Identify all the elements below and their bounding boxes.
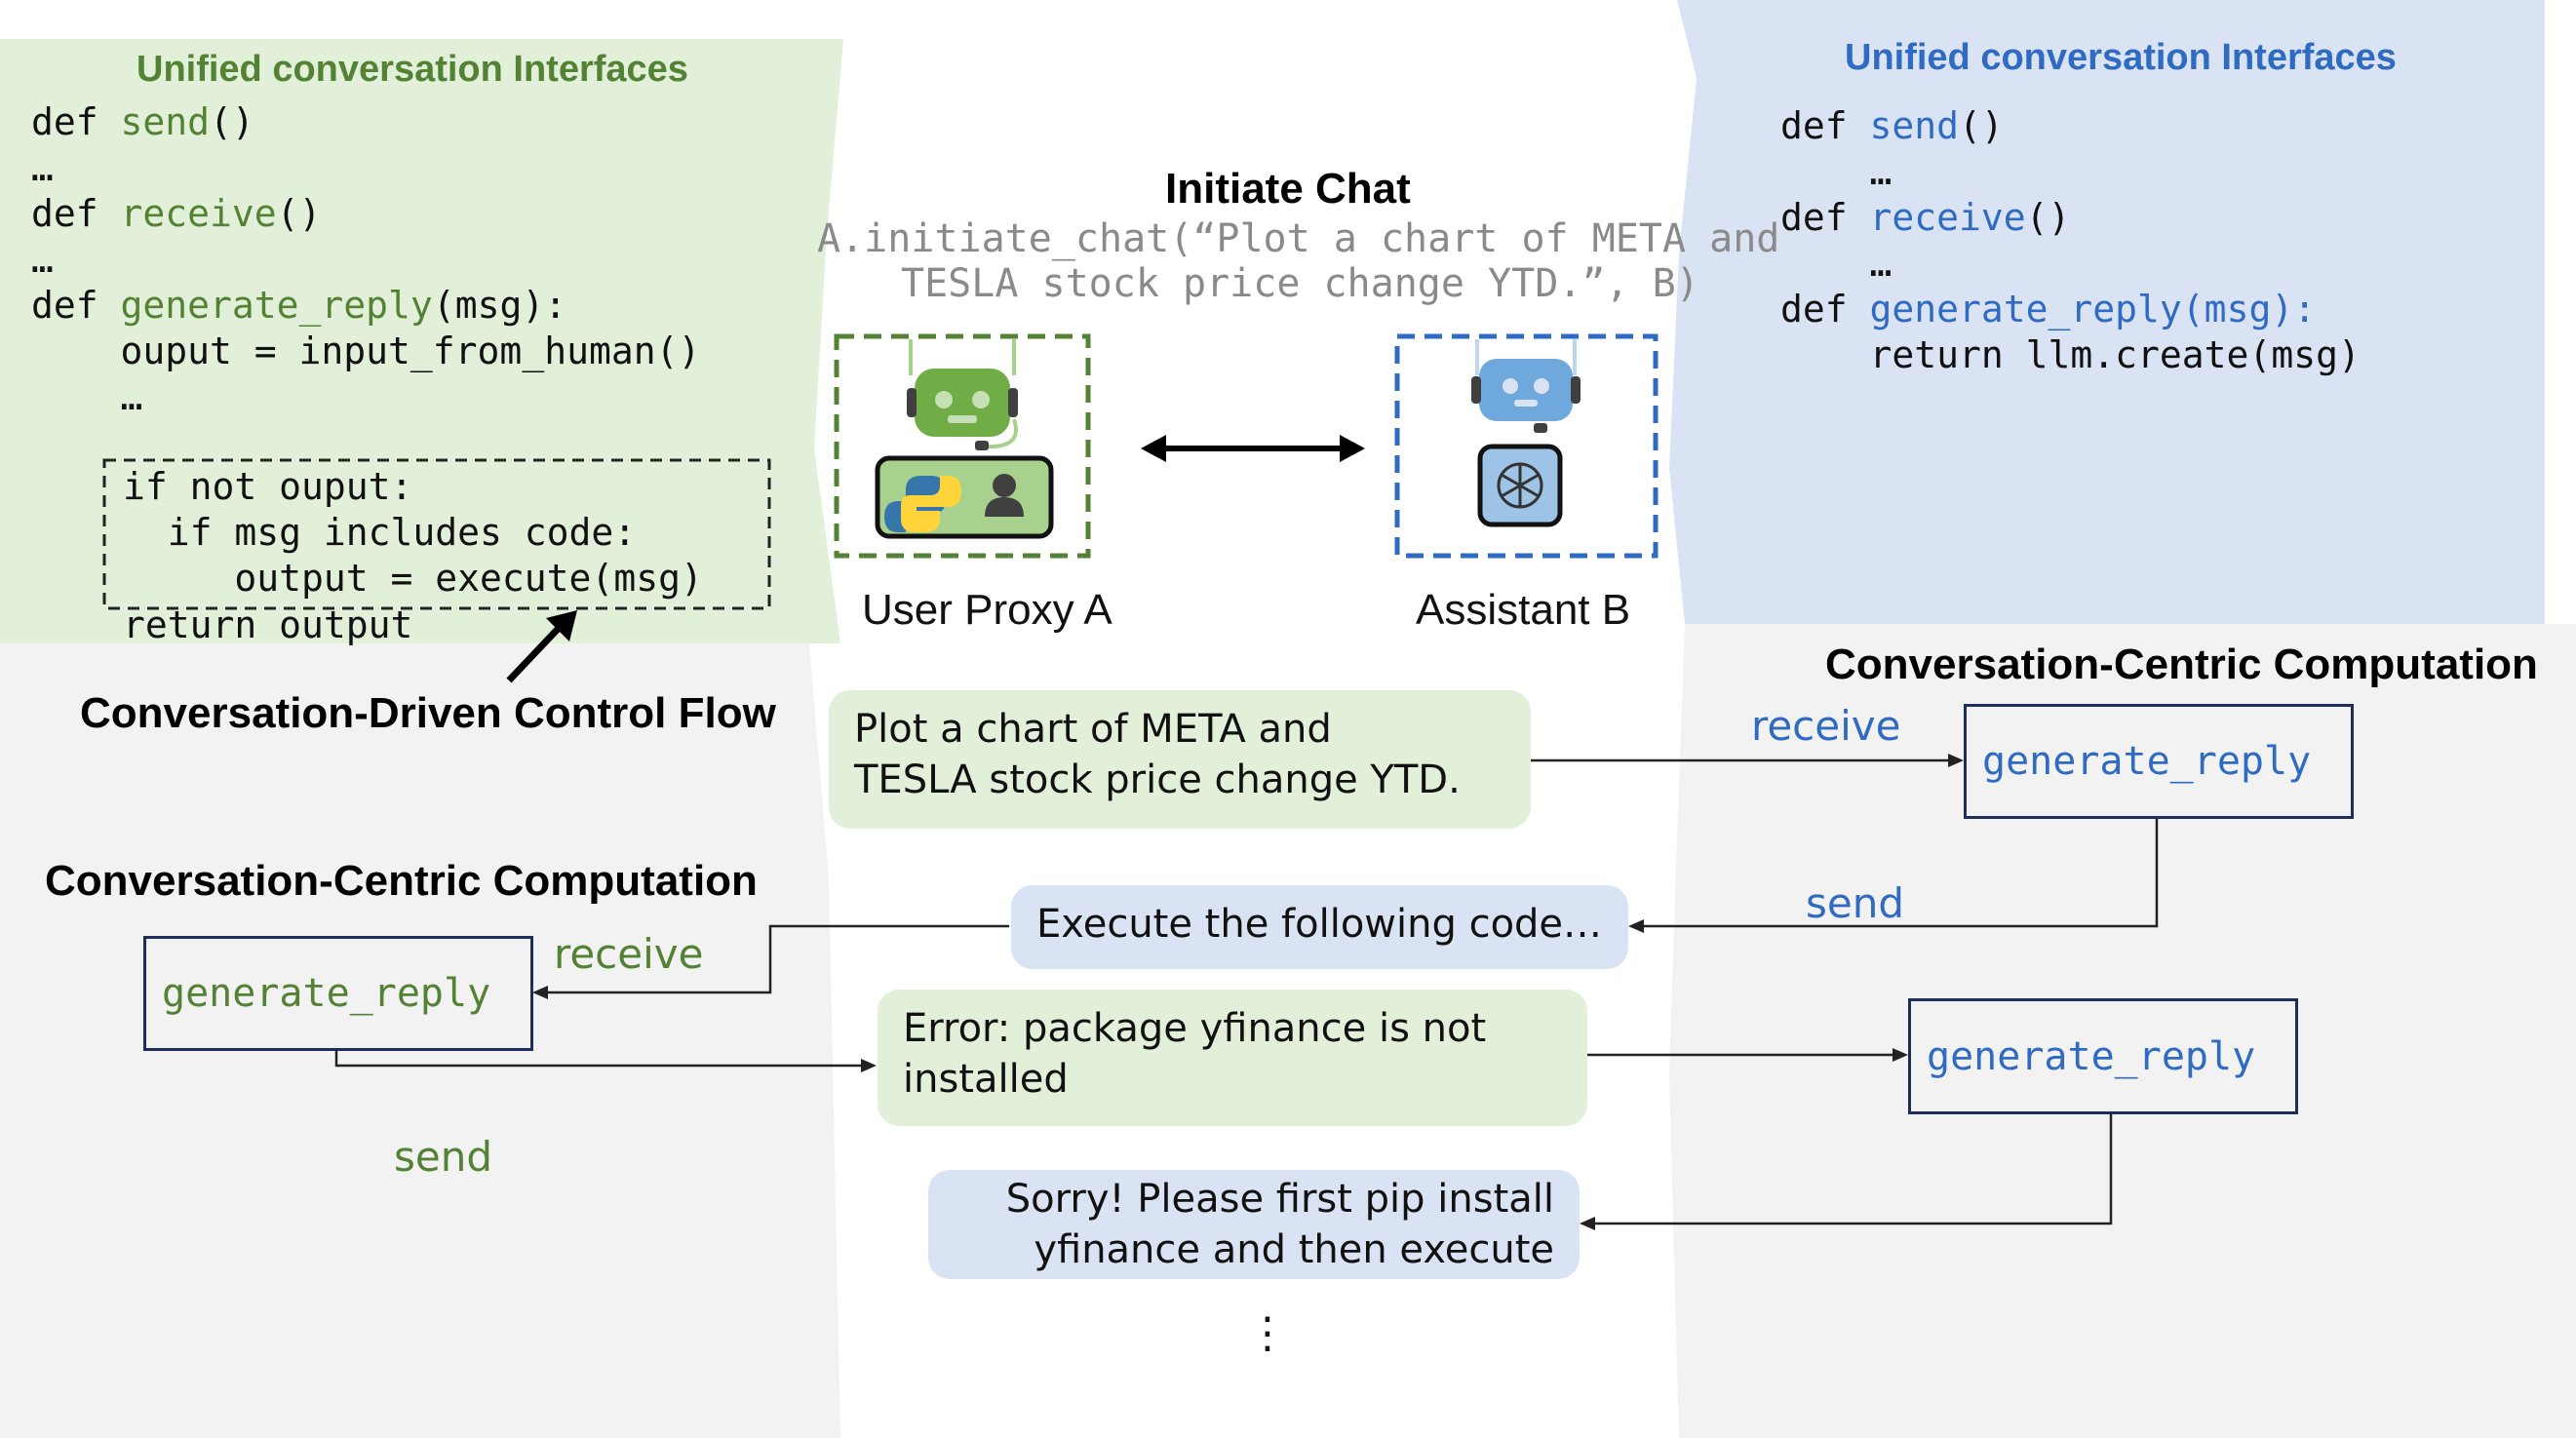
right-gray-panel <box>1669 624 2576 1438</box>
left-interface-title: Unified conversation Interfaces <box>137 49 688 90</box>
message-line: Sorry! Please first pip install <box>1005 1177 1554 1222</box>
message-line: TESLA stock price change YTD. <box>854 758 1461 802</box>
code-function-name: generate_reply <box>120 284 433 327</box>
more-messages-ellipsis: ⋮ <box>1246 1308 1289 1358</box>
message-error: Error: package yfinance is not installed <box>878 990 1587 1126</box>
left-receive-label: receive <box>554 930 704 978</box>
code-line: def send() <box>31 103 254 140</box>
code-line: return llm.create(msg) <box>1780 333 2361 376</box>
code-keyword: def <box>31 284 121 327</box>
left-gray-panel <box>0 643 840 1438</box>
right-computation-caption: Conversation-Centric Computation <box>1825 641 2538 688</box>
user-proxy-label: User Proxy A <box>862 586 1112 634</box>
right-blue-panel <box>1669 0 2545 624</box>
assistant-label: Assistant B <box>1416 586 1631 634</box>
right-send-label: send <box>1806 879 1905 927</box>
code-keyword: def <box>1780 288 1870 330</box>
person-icon <box>985 474 1024 517</box>
code-line: … <box>1780 150 1893 193</box>
message-execute-code: Execute the following code… <box>1011 885 1628 969</box>
code-args: (msg): <box>432 284 567 327</box>
dashed-code-line: output = execute(msg) <box>123 557 703 600</box>
code-args: () <box>210 100 254 143</box>
control-flow-caption: Conversation-Driven Control Flow <box>80 689 776 737</box>
code-args: () <box>1959 104 2004 147</box>
return-line: return output <box>123 603 413 646</box>
left-send-label: send <box>394 1133 493 1181</box>
python-icon <box>884 476 961 532</box>
code-line: … <box>1780 242 1893 285</box>
code-line: … <box>31 238 54 281</box>
dashed-code-line: if not ouput: <box>123 465 413 508</box>
code-line: def generate_reply(msg): <box>31 287 566 324</box>
openai-icon <box>1497 462 1543 509</box>
code-keyword: def <box>1780 196 1870 239</box>
initiate-code-line2: TESLA stock price change YTD.”, B) <box>901 261 1699 306</box>
control-flow-arrow <box>506 610 577 683</box>
code-args: () <box>276 192 322 235</box>
initiate-code-line1: A.initiate_chat(“Plot a chart of META an… <box>817 216 1780 261</box>
right-interface-title: Unified conversation Interfaces <box>1845 37 2397 78</box>
robot-icon <box>907 339 1018 450</box>
code-line: ouput = input_from_human() <box>31 330 701 372</box>
right-generate-reply-box-bottom: generate_reply <box>1908 998 2298 1114</box>
code-keyword: def <box>31 100 121 143</box>
left-computation-caption: Conversation-Centric Computation <box>45 857 758 905</box>
message-line: Plot a chart of META and <box>854 707 1332 752</box>
code-function-name: generate_reply(msg): <box>1869 288 2317 330</box>
message-plot-request: Plot a chart of META and TESLA stock pri… <box>829 690 1531 829</box>
code-function-name: receive <box>120 192 277 235</box>
message-sorry: Sorry! Please first pip install yfinance… <box>928 1170 1580 1279</box>
message-line: Error: package yfinance is not <box>903 1006 1487 1051</box>
code-line: def generate_reply(msg): <box>1780 291 2316 328</box>
left-generate-reply-box: generate_reply <box>143 936 533 1051</box>
right-receive-label: receive <box>1751 702 1901 750</box>
left-green-panel <box>0 39 843 643</box>
code-function-name: receive <box>1869 196 2026 239</box>
right-generate-reply-box-top: generate_reply <box>1964 704 2354 819</box>
code-line: def send() <box>1780 107 2004 144</box>
code-line: … <box>31 146 54 189</box>
initiate-chat-title: Initiate Chat <box>1165 165 1411 213</box>
code-function-name: send <box>1869 104 1960 147</box>
assistant-agent <box>1394 333 1659 559</box>
code-function-name: send <box>120 100 211 143</box>
message-line: Execute the following code… <box>1036 902 1603 947</box>
chat-double-arrow <box>1141 435 1365 462</box>
dashed-code-box <box>102 458 771 610</box>
user-proxy-agent <box>834 333 1091 559</box>
code-keyword: def <box>31 192 121 235</box>
code-line: … <box>31 375 143 418</box>
code-args: () <box>2025 196 2071 239</box>
code-line: def receive() <box>1780 199 2070 236</box>
code-keyword: def <box>1780 104 1870 147</box>
message-line: yfinance and then execute <box>1034 1227 1554 1272</box>
code-line: def receive() <box>31 195 321 232</box>
dashed-code-line: if msg includes code: <box>123 511 637 554</box>
robot-icon-b <box>1471 339 1581 433</box>
message-line: installed <box>903 1057 1069 1102</box>
